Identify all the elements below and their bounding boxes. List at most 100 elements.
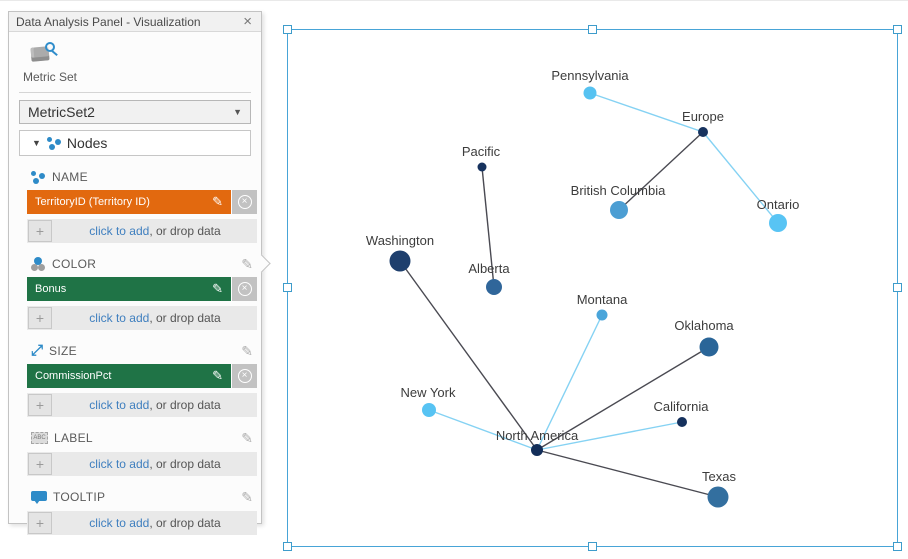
- nodes-icon: [46, 136, 62, 150]
- node-label: Oklahoma: [674, 318, 734, 333]
- edge-line: [536, 421, 683, 451]
- node-circle[interactable]: [699, 337, 719, 357]
- add-data-row-name[interactable]: + click to add, or drop data: [27, 219, 257, 243]
- field-heading-label: ABC LABEL ✎: [27, 429, 257, 447]
- field-heading-name: NAME: [27, 168, 257, 186]
- selection-handle-bottom-right[interactable]: [893, 542, 902, 551]
- metric-set-dropdown[interactable]: MetricSet2 ▼: [19, 100, 251, 124]
- nodes-icon: [31, 170, 46, 184]
- click-to-add-link[interactable]: click to add: [89, 398, 150, 412]
- edit-pencil-icon[interactable]: ✎: [212, 368, 223, 383]
- node-circle[interactable]: [707, 486, 729, 508]
- remove-chip-button[interactable]: ×: [232, 190, 257, 214]
- node-circle[interactable]: [422, 403, 436, 417]
- field-heading-tooltip: TOOLTIP ✎: [27, 488, 257, 506]
- plus-icon[interactable]: +: [28, 220, 52, 242]
- add-data-text: click to add, or drop data: [89, 311, 221, 325]
- node-label: British Columbia: [571, 183, 666, 198]
- node-label: California: [654, 399, 710, 414]
- node-circle[interactable]: [389, 250, 411, 272]
- close-icon[interactable]: ×: [243, 12, 252, 30]
- data-chip-bonus[interactable]: Bonus ✎: [27, 277, 231, 301]
- divider: [19, 92, 251, 93]
- selection-handle-bottom-left[interactable]: [283, 542, 292, 551]
- metric-set-icon: [30, 42, 61, 66]
- add-data-row-color[interactable]: + click to add, or drop data: [27, 306, 257, 330]
- node-circle[interactable]: [610, 201, 628, 219]
- selection-handle-middle-right[interactable]: [893, 283, 902, 292]
- field-list: NAME TerritoryID (Territory ID) ✎ × + cl…: [27, 168, 257, 535]
- chip-row-size: CommissionPct ✎ ×: [27, 364, 257, 388]
- field-label: TOOLTIP: [53, 490, 106, 504]
- selection-handle-top-left[interactable]: [283, 25, 292, 34]
- edge-line: [399, 260, 538, 451]
- node-label: Europe: [682, 109, 724, 124]
- node-label: North America: [496, 428, 579, 443]
- remove-chip-button[interactable]: ×: [232, 277, 257, 301]
- selection-handle-top-middle[interactable]: [587, 25, 597, 34]
- selection-handle-bottom-middle[interactable]: [587, 542, 597, 551]
- click-to-add-link[interactable]: click to add: [89, 457, 150, 471]
- selection-handle-middle-left[interactable]: [283, 283, 292, 292]
- chip-row-name: TerritoryID (Territory ID) ✎ ×: [27, 190, 257, 214]
- data-chip-commissionpct[interactable]: CommissionPct ✎: [27, 364, 231, 388]
- edge-line: [481, 166, 495, 288]
- edge-line: [702, 131, 779, 224]
- plus-icon[interactable]: +: [28, 394, 52, 416]
- node-label: Alberta: [468, 261, 510, 276]
- plus-icon[interactable]: +: [28, 307, 52, 329]
- edit-pencil-icon[interactable]: ✎: [241, 429, 253, 446]
- collapse-arrow-icon[interactable]: ▼: [32, 138, 41, 148]
- edit-pencil-icon[interactable]: ✎: [241, 488, 253, 505]
- node-circle[interactable]: [477, 162, 487, 172]
- tooltip-icon: [31, 490, 47, 504]
- edge-line: [536, 346, 710, 451]
- node-circle[interactable]: [531, 444, 543, 456]
- node-label: Texas: [702, 469, 736, 484]
- metric-set-label: Metric Set: [23, 70, 78, 84]
- edge-line: [589, 92, 704, 133]
- node-circle[interactable]: [698, 127, 708, 137]
- size-icon: ⤢: [31, 342, 44, 359]
- remove-chip-button[interactable]: ×: [232, 364, 257, 388]
- click-to-add-link[interactable]: click to add: [89, 516, 150, 530]
- nodes-section-header[interactable]: ▼ Nodes: [19, 130, 251, 156]
- click-to-add-link[interactable]: click to add: [89, 224, 150, 238]
- chip-row-color: Bonus ✎ ×: [27, 277, 257, 301]
- node-circle[interactable]: [769, 214, 787, 232]
- metric-set-dropdown-value: MetricSet2: [28, 104, 95, 120]
- edge-line: [536, 314, 603, 451]
- edge-line: [618, 131, 704, 211]
- label-icon: ABC: [31, 432, 48, 444]
- node-circle[interactable]: [596, 309, 608, 321]
- node-circle[interactable]: [486, 279, 502, 295]
- add-data-text: click to add, or drop data: [89, 457, 221, 471]
- node-label: Washington: [366, 233, 434, 248]
- node-circle[interactable]: [677, 417, 687, 427]
- nodes-section-label: Nodes: [66, 135, 108, 151]
- node-circle[interactable]: [583, 86, 597, 100]
- edit-pencil-icon[interactable]: ✎: [212, 281, 223, 296]
- data-analysis-panel: Data Analysis Panel - Visualization × Me…: [8, 11, 271, 535]
- edge-line: [428, 409, 538, 451]
- data-chip-territoryid[interactable]: TerritoryID (Territory ID) ✎: [27, 190, 231, 214]
- edit-pencil-icon[interactable]: ✎: [241, 342, 253, 359]
- node-label: Ontario: [757, 197, 800, 212]
- edit-pencil-icon[interactable]: ✎: [241, 255, 253, 272]
- add-data-row-tooltip[interactable]: + click to add, or drop data: [27, 511, 257, 535]
- edit-pencil-icon[interactable]: ✎: [212, 194, 223, 209]
- field-label: COLOR: [52, 257, 97, 271]
- click-to-add-link[interactable]: click to add: [89, 311, 150, 325]
- field-heading-size: ⤢ SIZE ✎: [27, 342, 257, 360]
- metric-set-block[interactable]: Metric Set: [23, 42, 261, 84]
- node-label: Pacific: [462, 144, 501, 159]
- field-heading-color: COLOR ✎: [27, 255, 257, 273]
- add-data-row-label[interactable]: + click to add, or drop data: [27, 452, 257, 476]
- chip-label: TerritoryID (Territory ID): [35, 196, 150, 208]
- selection-handle-top-right[interactable]: [893, 25, 902, 34]
- plus-icon[interactable]: +: [28, 512, 52, 534]
- plus-icon[interactable]: +: [28, 453, 52, 475]
- add-data-row-size[interactable]: + click to add, or drop data: [27, 393, 257, 417]
